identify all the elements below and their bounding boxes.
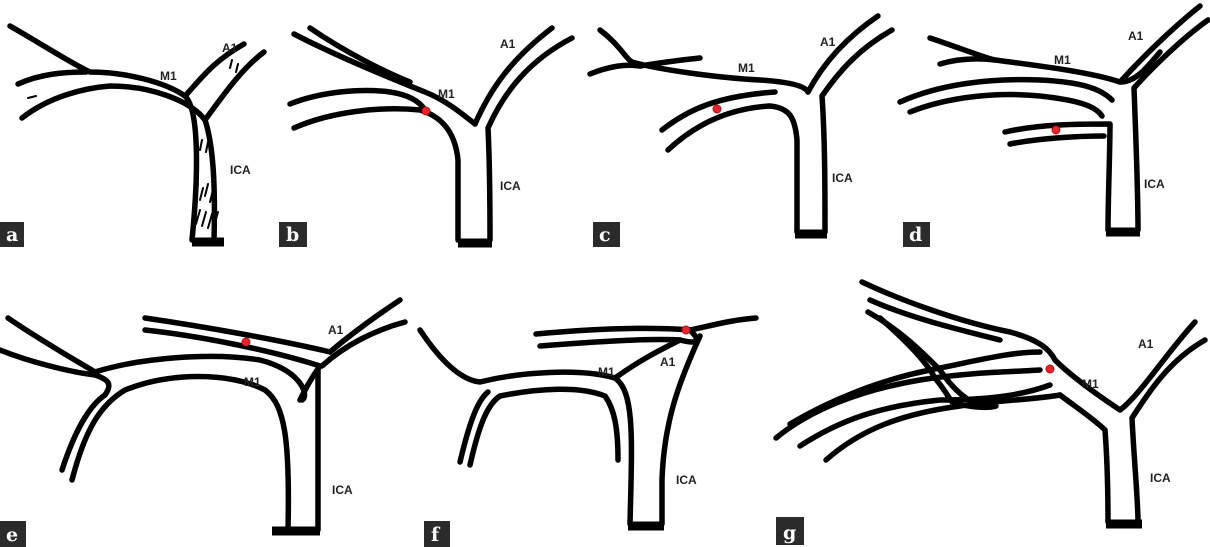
panel-e-vessels [0, 297, 408, 536]
panel-a-vessels [7, 23, 267, 247]
panel-e-letter: e [6, 524, 18, 546]
panel-g-ica-label: ICA [1150, 471, 1171, 485]
panel-b-a1-label: A1 [500, 37, 516, 51]
panel-f-letter: f [431, 524, 441, 546]
panel-d-letter: d [909, 224, 922, 246]
panel-g-m1-label: M1 [1082, 377, 1099, 391]
panel-g-vessels [773, 279, 1208, 529]
panel-c-ica-label: ICA [832, 171, 853, 185]
panel-b-vessels [287, 25, 575, 248]
panel-a-badge [0, 222, 24, 247]
panel-b: M1 A1 ICA b [279, 25, 575, 248]
panel-d-a1-label: A1 [1128, 29, 1144, 43]
panel-f: M1 A1 ICA f [417, 315, 759, 547]
panel-b-m1-label: M1 [438, 87, 455, 101]
panel-c: M1 A1 ICA c [587, 13, 895, 247]
panel-c-badge [593, 222, 620, 247]
panel-a-letter: a [6, 224, 18, 246]
panel-b-letter: b [286, 224, 299, 246]
panel-g-a1-label: A1 [1138, 337, 1154, 351]
panel-f-ica-label: ICA [676, 473, 697, 487]
panel-f-vessels [417, 315, 759, 531]
panel-b-badge [279, 222, 307, 247]
panel-d-badge [903, 222, 930, 247]
panel-g-letter: g [783, 522, 796, 544]
panel-c-a1-label: A1 [820, 35, 836, 49]
panel-g: M1 A1 ICA g [773, 279, 1208, 545]
panel-f-m1-label: M1 [598, 365, 615, 379]
panel-d: M1 A1 ICA d [897, 3, 1210, 247]
panel-a: M1 A1 ICA a [0, 23, 267, 247]
panel-a-ica-label: ICA [230, 163, 251, 177]
panel-c-m1-label: M1 [738, 61, 755, 75]
panel-c-aneurysm [712, 104, 722, 114]
panel-d-ica-label: ICA [1144, 177, 1165, 191]
panel-b-aneurysm [421, 106, 431, 116]
panel-d-m1-label: M1 [1054, 53, 1071, 67]
panel-c-letter: c [599, 224, 611, 246]
panel-g-aneurysm [1045, 364, 1055, 374]
panel-e-m1-label: M1 [244, 375, 261, 389]
panel-e-aneurysm [241, 337, 251, 347]
panel-e-ica-label: ICA [332, 483, 353, 497]
panel-g-badge [776, 517, 804, 545]
panel-e-badge [0, 521, 26, 547]
panel-f-badge [424, 521, 450, 547]
panel-b-ica-label: ICA [500, 179, 521, 193]
panel-f-aneurysm [681, 325, 691, 335]
panel-a-a1-label: A1 [222, 41, 238, 55]
panel-a-m1-label: M1 [160, 69, 177, 83]
panel-e-a1-label: A1 [328, 323, 344, 337]
panel-e: M1 A1 ICA e [0, 297, 408, 547]
panel-c-vessels [587, 13, 895, 239]
panel-d-aneurysm [1051, 125, 1061, 135]
panel-f-a1-label: A1 [660, 355, 676, 369]
panel-d-vessels [897, 3, 1210, 237]
